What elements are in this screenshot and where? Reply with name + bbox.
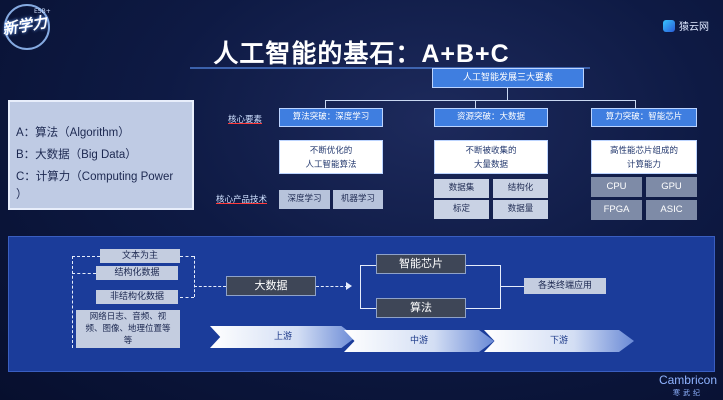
- data-type-item: 结构化数据: [96, 266, 178, 280]
- connector: [72, 256, 100, 257]
- logo-badge: ESB+: [34, 8, 51, 15]
- stage-arrow-upstream: 上游: [210, 326, 356, 348]
- pillar-item: 数据集: [434, 179, 489, 198]
- pillar-desc-chip: 高性能芯片组成的 计算能力: [591, 140, 697, 174]
- data-type-item: 非结构化数据: [96, 290, 178, 304]
- row-label-core-products: 核心产品技术: [216, 195, 268, 205]
- title-divider: [190, 67, 590, 69]
- definition-c: C：计算力（Computing Power: [16, 171, 174, 183]
- pillar-head-data: 资源突破：大数据: [434, 108, 548, 127]
- chip-type: GPU: [646, 177, 697, 197]
- connector: [316, 286, 348, 287]
- connector: [466, 265, 500, 266]
- connector: [360, 308, 376, 309]
- pillar-item: 标定: [434, 200, 489, 219]
- connector: [500, 265, 501, 309]
- chip-type: CPU: [591, 177, 642, 197]
- connector: [360, 265, 376, 266]
- connector: [72, 273, 96, 274]
- cambricon-cn: 寒武纪: [673, 389, 703, 397]
- connector: [194, 256, 195, 297]
- core-elements-box: 人工智能发展三大要素: [432, 68, 584, 88]
- definition-b: B：大数据（Big Data）: [16, 149, 137, 161]
- pillar-item: 机器学习: [333, 190, 383, 209]
- connector: [466, 308, 500, 309]
- chip-type: FPGA: [591, 200, 642, 220]
- connector: [180, 297, 194, 298]
- algorithm-box: 算法: [376, 298, 466, 318]
- definition-c-close: ）: [16, 189, 28, 201]
- pillar-head-chip: 算力突破：智能芯片: [591, 108, 697, 127]
- chip-type: ASIC: [646, 200, 697, 220]
- brand-icon: [663, 19, 675, 32]
- logo-ring: [4, 4, 50, 50]
- definition-a: A：算法（Algorithm）: [16, 127, 130, 139]
- row-label-core-elements: 核心要素: [228, 115, 263, 125]
- connector: [325, 100, 326, 108]
- connector: [360, 265, 361, 309]
- connector: [325, 100, 635, 101]
- definitions-box: A：算法（Algorithm） B：大数据（Big Data） C：计算力（Co…: [8, 100, 194, 210]
- connector: [507, 88, 508, 100]
- chip-box: 智能芯片: [376, 254, 466, 274]
- applications-box: 各类终端应用: [524, 278, 606, 294]
- brand-name: 猿云网: [679, 22, 709, 33]
- page-title: 人工智能的基石：A+B+C: [213, 40, 510, 68]
- pillar-desc-algorithm: 不断优化的 人工智能算法: [279, 140, 383, 174]
- stage-arrow-downstream: 下游: [484, 330, 634, 352]
- pillar-item: 结构化: [493, 179, 548, 198]
- arrow-head: [346, 282, 352, 290]
- connector: [475, 100, 476, 108]
- data-sources-box: 网络日志、音频、视频、图像、地理位置等等: [76, 310, 180, 348]
- pillar-item: 深度学习: [279, 190, 330, 209]
- pillar-head-algorithm: 算法突破：深度学习: [279, 108, 383, 127]
- data-type-item: 文本为主: [100, 249, 180, 263]
- pillar-item: 数据量: [493, 200, 548, 219]
- cambricon-logo: Cambricon: [658, 373, 717, 387]
- pillar-desc-data: 不断被收集的 大量数据: [434, 140, 548, 174]
- connector: [194, 286, 226, 287]
- stage-arrow-midstream: 中游: [344, 330, 494, 352]
- connector: [635, 100, 636, 108]
- connector: [72, 256, 73, 348]
- brand-logo: 猿云网: [663, 18, 709, 33]
- big-data-box: 大数据: [226, 276, 316, 296]
- connector: [500, 286, 524, 287]
- connector: [180, 256, 194, 257]
